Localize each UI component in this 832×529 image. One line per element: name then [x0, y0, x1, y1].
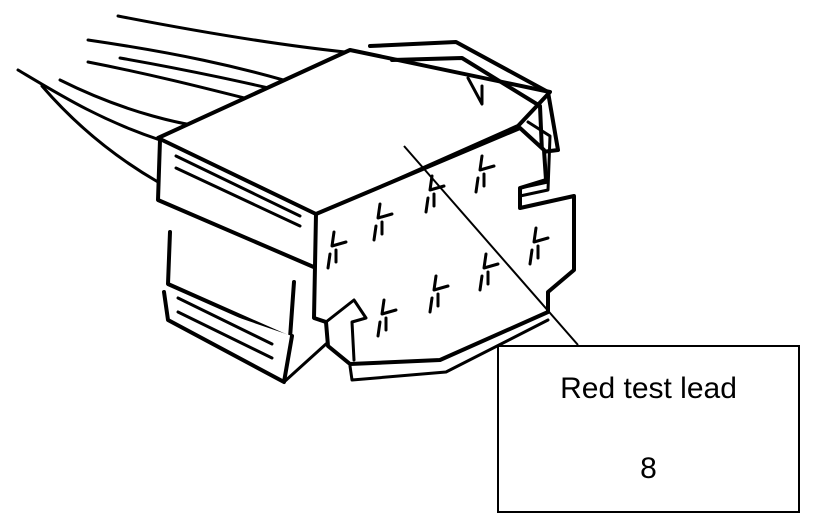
callout-leader-line: [403, 145, 579, 346]
connector-icon: [156, 40, 576, 384]
wire-bundle-icon: [16, 14, 347, 184]
callout-label: Red test lead 8: [560, 329, 737, 529]
terminal-slot-icon: [326, 154, 550, 338]
callout-line-2: 8: [640, 452, 657, 485]
callout-box: Red test lead 8: [497, 345, 800, 513]
callout-line-1: Red test lead: [560, 372, 737, 405]
